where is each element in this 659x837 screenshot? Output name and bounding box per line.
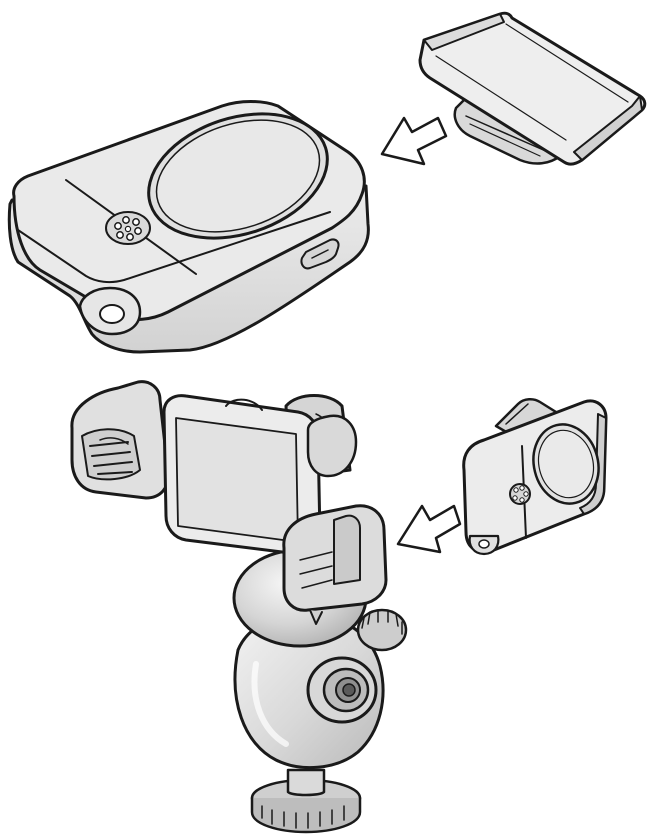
tripod-clamp-mount-icon — [70, 380, 408, 834]
device-body-icon — [462, 398, 608, 556]
phone-clamp-icon — [418, 11, 647, 166]
device-body-icon — [7, 100, 370, 354]
attach-arrow-icon — [380, 116, 448, 166]
attach-arrow-icon — [396, 504, 462, 554]
